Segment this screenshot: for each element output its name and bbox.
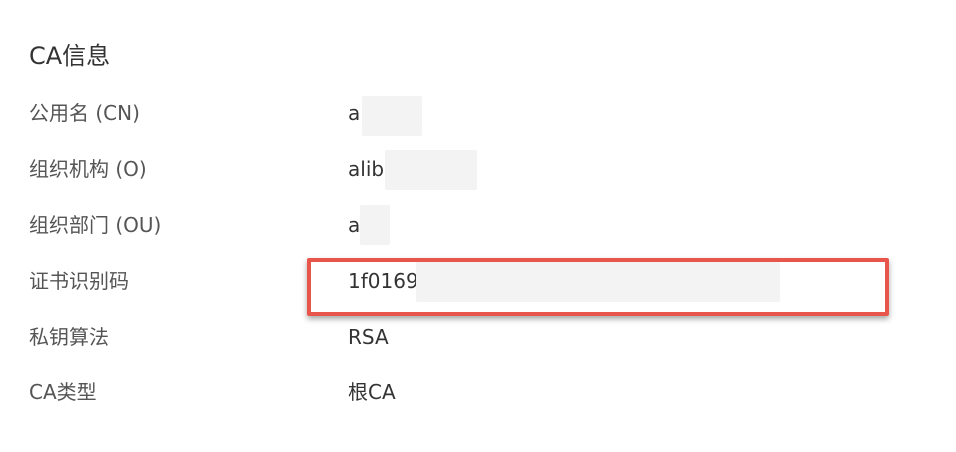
field-row-key-algorithm: 私钥算法 RSA xyxy=(0,319,956,355)
redaction-mask-organizational-unit xyxy=(360,205,390,245)
redaction-mask-organization xyxy=(385,150,477,190)
field-label-certificate-id: 证书识别码 xyxy=(29,269,129,293)
field-value-organizational-unit: a xyxy=(348,213,361,237)
field-row-common-name: 公用名 (CN) a st xyxy=(0,95,956,131)
redaction-mask-certificate-id xyxy=(416,262,780,302)
field-label-common-name: 公用名 (CN) xyxy=(29,101,140,125)
redaction-mask-common-name xyxy=(362,96,422,136)
field-value-ca-type: 根CA xyxy=(348,380,396,404)
field-label-organizational-unit: 组织部门 (OU) xyxy=(29,213,162,237)
field-label-ca-type: CA类型 xyxy=(29,380,97,404)
field-row-organization: 组织机构 (O) alib ud xyxy=(0,151,956,187)
section-title: CA信息 xyxy=(29,42,111,70)
field-value-key-algorithm: RSA xyxy=(348,325,389,349)
field-label-key-algorithm: 私钥算法 xyxy=(29,325,109,349)
field-label-organization: 组织机构 (O) xyxy=(29,157,147,181)
highlight-box xyxy=(307,258,889,316)
field-row-organizational-unit: 组织部门 (OU) a xyxy=(0,207,956,243)
field-row-ca-type: CA类型 根CA xyxy=(0,374,956,410)
